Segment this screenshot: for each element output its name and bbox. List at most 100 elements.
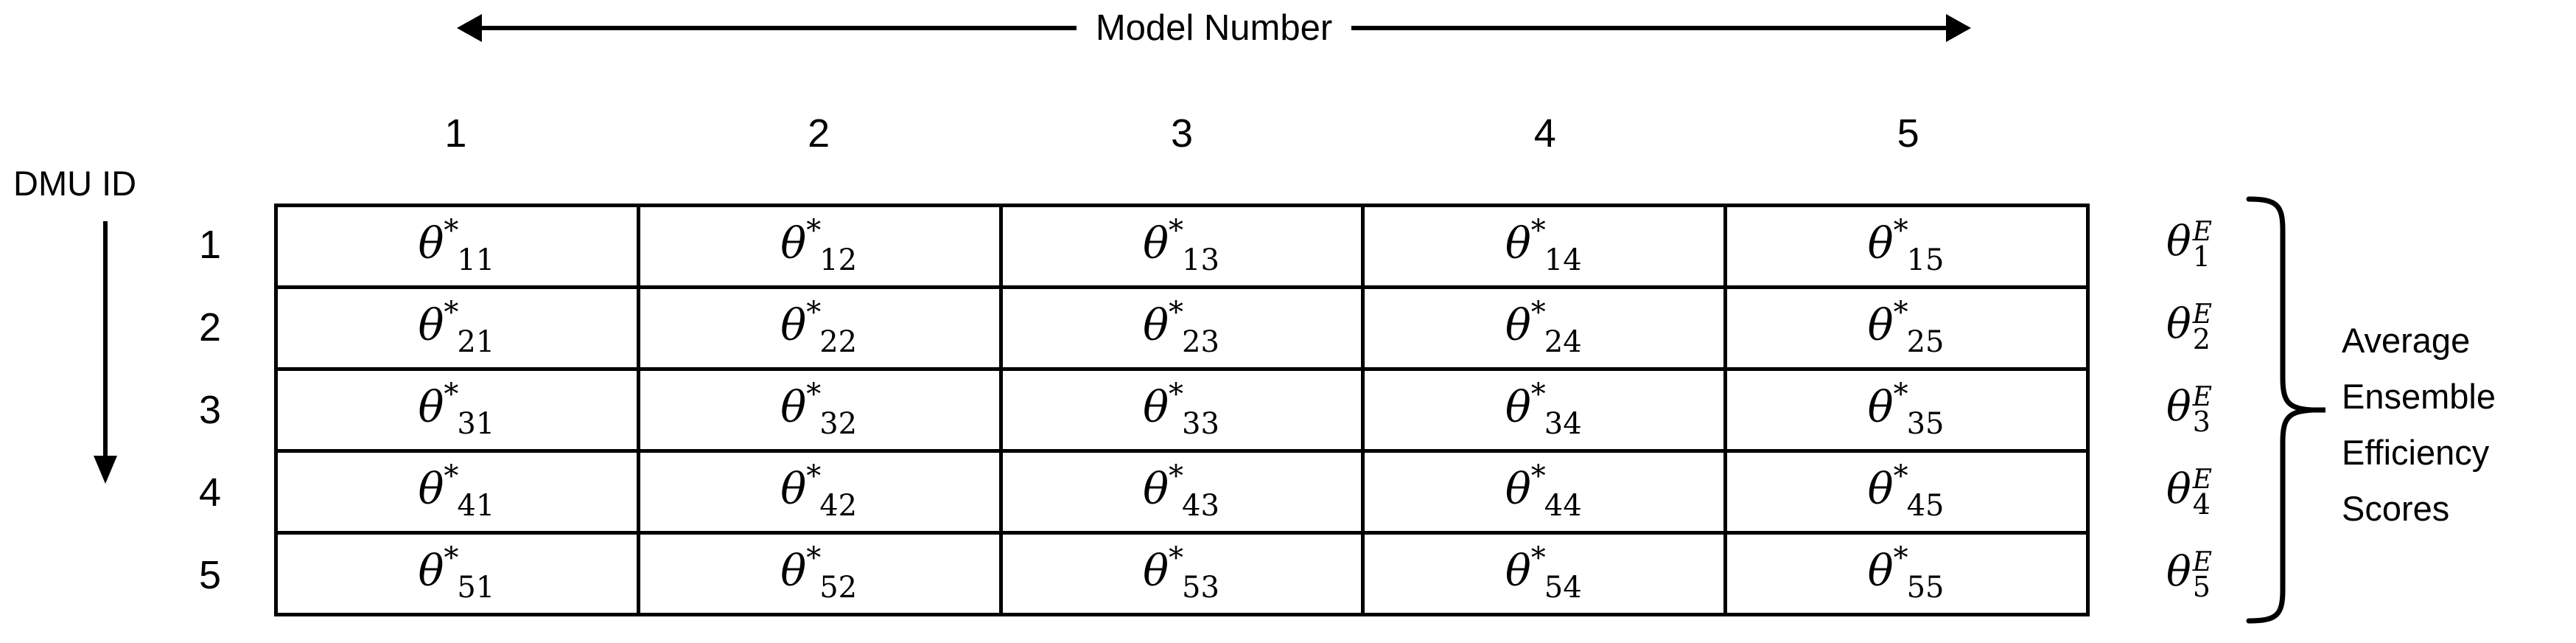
theta-superscript: * xyxy=(1893,459,1908,493)
matrix-cell-4-2: θ*42 xyxy=(640,453,1003,531)
theta-symbol: θ*21 xyxy=(418,298,496,357)
theta-superscript: * xyxy=(444,296,459,330)
theta-glyph: θ xyxy=(2166,465,2191,514)
matrix-cell-2-4: θ*24 xyxy=(1365,289,1728,367)
matrix-cell-5-3: θ*53 xyxy=(1003,535,1365,613)
matrix-cell-4-3: θ*43 xyxy=(1003,453,1365,531)
column-header-row: 1 2 3 4 5 xyxy=(274,111,2090,159)
theta-superscript: * xyxy=(806,459,822,493)
theta-subscript: 41 xyxy=(457,489,495,523)
theta-symbol: θ*53 xyxy=(1143,543,1221,602)
theta-symbol: θ*15 xyxy=(1868,216,1946,275)
matrix-cell-5-1: θ*51 xyxy=(278,535,640,613)
theta-glyph: θ xyxy=(2166,383,2191,431)
theta-subscript: 14 xyxy=(1544,243,1582,277)
theta-symbol: θ*12 xyxy=(780,216,858,275)
table-row: θ*41 θ*42 θ*43 θ*44 θ*45 xyxy=(278,453,2086,535)
caption-line-2: Ensemble xyxy=(2342,377,2496,416)
caption-line-1: Average xyxy=(2342,321,2471,360)
column-header-2: 2 xyxy=(808,111,830,156)
table-row: θ*51 θ*52 θ*53 θ*54 θ*55 xyxy=(278,535,2086,613)
theta-subscript: 53 xyxy=(1182,571,1219,605)
theta-superscript: * xyxy=(1530,459,1546,493)
arrow-down-shaft xyxy=(103,221,108,459)
matrix-cell-3-5: θ*35 xyxy=(1727,371,2086,449)
theta-superscript: * xyxy=(444,214,459,248)
theta-glyph: θ xyxy=(780,300,807,350)
row-header-1: 1 xyxy=(198,223,222,267)
theta-glyph: θ xyxy=(2166,300,2191,349)
theta-symbol: θ*14 xyxy=(1505,216,1583,275)
theta-symbol: θ*43 xyxy=(1143,462,1221,521)
theta-glyph: θ xyxy=(1143,464,1169,514)
theta-superscript: E xyxy=(2192,546,2212,577)
matrix-cell-5-5: θ*55 xyxy=(1727,535,2086,613)
theta-superscript: * xyxy=(444,541,459,575)
theta-glyph: θ xyxy=(1143,300,1169,350)
theta-glyph: θ xyxy=(780,464,807,514)
dmu-id-label: DMU ID xyxy=(13,164,137,203)
axis-line-left xyxy=(482,26,1077,30)
matrix-cell-4-1: θ*41 xyxy=(278,453,640,531)
theta-symbol: θ*42 xyxy=(780,462,858,521)
theta-symbol: θ*34 xyxy=(1505,380,1583,439)
theta-superscript: * xyxy=(1169,214,1183,248)
theta-glyph: θ xyxy=(418,218,444,268)
theta-glyph: θ xyxy=(1505,546,1531,596)
theta-symbol: θ*32 xyxy=(780,380,858,439)
theta-glyph: θ xyxy=(1505,464,1531,514)
theta-symbol: θ*33 xyxy=(1143,380,1221,439)
theta-superscript: * xyxy=(806,541,822,575)
theta-subscript: 35 xyxy=(1906,407,1945,441)
theta-superscript: E xyxy=(2192,299,2212,330)
theta-subscript: 12 xyxy=(819,243,858,277)
theta-superscript: * xyxy=(1169,459,1183,493)
theta-glyph: θ xyxy=(2166,218,2191,266)
theta-superscript: * xyxy=(1530,541,1546,575)
theta-superscript: E xyxy=(2192,216,2212,247)
theta-glyph: θ xyxy=(2166,548,2191,597)
theta-glyph: θ xyxy=(1867,300,1894,350)
matrix-cell-1-1: θ*11 xyxy=(278,207,640,285)
theta-glyph: θ xyxy=(780,382,807,432)
theta-superscript: * xyxy=(1893,541,1908,575)
matrix-cell-4-4: θ*44 xyxy=(1365,453,1728,531)
theta-superscript: * xyxy=(1169,296,1183,330)
caption-line-3: Efficiency xyxy=(2342,433,2490,472)
theta-glyph: θ xyxy=(1143,218,1169,268)
ensemble-caption: Average Ensemble Efficiency Scores xyxy=(2342,313,2570,537)
theta-symbol: θ*22 xyxy=(780,298,858,357)
theta-subscript: 11 xyxy=(457,243,495,277)
theta-symbol: θ*51 xyxy=(418,543,496,602)
theta-superscript: * xyxy=(1893,378,1908,411)
arrow-down-head xyxy=(94,456,117,484)
matrix-cell-2-1: θ*21 xyxy=(278,289,640,367)
theta-superscript: * xyxy=(1169,378,1183,411)
theta-superscript: * xyxy=(444,378,459,411)
theta-subscript: 52 xyxy=(819,571,858,605)
theta-symbol: θ*31 xyxy=(418,380,496,439)
theta-subscript: 1 xyxy=(2192,240,2211,274)
theta-subscript: 34 xyxy=(1544,407,1582,441)
row-header-4: 4 xyxy=(198,470,222,515)
theta-glyph: θ xyxy=(1505,300,1531,350)
matrix-cell-2-2: θ*22 xyxy=(640,289,1003,367)
theta-subscript: 3 xyxy=(2192,406,2211,439)
theta-symbol: θ*11 xyxy=(418,216,496,275)
matrix-cell-5-2: θ*52 xyxy=(640,535,1003,613)
theta-glyph: θ xyxy=(1867,382,1894,432)
theta-symbol: θ*52 xyxy=(780,543,858,602)
theta-symbol: θ*55 xyxy=(1868,543,1946,602)
theta-subscript: 55 xyxy=(1906,571,1945,605)
theta-symbol: θ*35 xyxy=(1868,380,1946,439)
matrix-cell-2-5: θ*25 xyxy=(1727,289,2086,367)
theta-subscript: 21 xyxy=(457,325,495,359)
